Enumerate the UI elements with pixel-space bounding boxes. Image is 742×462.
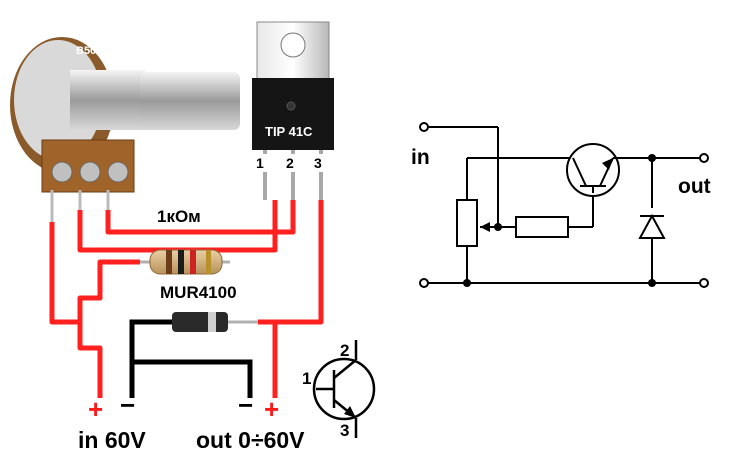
output-minus-sign: − (238, 390, 253, 420)
pot-terminal-right (107, 161, 129, 183)
tip41c-transistor: TIP 41C 1 2 3 (252, 21, 334, 200)
output-plus-sign: + (264, 394, 279, 424)
output-voltage-label: out 0÷60V (196, 427, 305, 453)
resistor-label: 1кОм (157, 207, 201, 226)
diode-label: MUR4100 (160, 283, 237, 302)
potentiometer: B50K (10, 37, 240, 225)
schematic-out-label: out (678, 175, 711, 198)
transistor-mount-hole (280, 32, 306, 58)
npn-symbol (312, 340, 376, 438)
schematic-output-top-terminal (699, 153, 709, 163)
transistor-pin-1-label: 1 (256, 155, 264, 171)
pot-label: B50K (76, 45, 104, 57)
schematic-in-label: in (411, 146, 430, 169)
schematic-resistor (515, 216, 569, 238)
black-wires (129, 319, 253, 398)
pictorial-circuit: B50K TIP 41C 1 2 3 (10, 21, 334, 453)
transistor-pin-2-label: 2 (286, 155, 294, 171)
npn-symbol-circle (312, 357, 376, 421)
schematic-transistor (566, 143, 620, 197)
input-voltage-label: in 60V (78, 427, 146, 453)
schematic-diode (638, 213, 666, 239)
pot-terminal-middle (79, 161, 101, 183)
pot-shaft (140, 72, 240, 130)
diode-mur4100: MUR4100 (140, 283, 258, 332)
resistor-body (149, 249, 223, 275)
transistor-pin-3-label: 3 (314, 155, 322, 171)
symbol-pin-2-label: 2 (340, 341, 349, 360)
schematic-input-bottom-terminal (419, 278, 429, 288)
symbol-pin-1-label: 1 (302, 369, 311, 388)
input-plus-sign: + (88, 394, 103, 424)
pot-terminal-left (51, 161, 73, 183)
schematic-input-top-terminal (419, 122, 429, 132)
pot-bushing (70, 70, 145, 130)
diode-body (172, 312, 228, 332)
symbol-pin-3-label: 3 (340, 421, 349, 440)
schematic-output-bottom-terminal (699, 278, 709, 288)
npn-emitter-arrow (344, 406, 356, 418)
schematic-diagram (419, 122, 709, 288)
transistor-label: TIP 41C (265, 124, 313, 139)
transistor-body (252, 78, 334, 150)
input-minus-sign: − (120, 390, 135, 420)
resistor-1k: 1кОм (140, 207, 230, 275)
schematic-potentiometer (456, 199, 478, 247)
